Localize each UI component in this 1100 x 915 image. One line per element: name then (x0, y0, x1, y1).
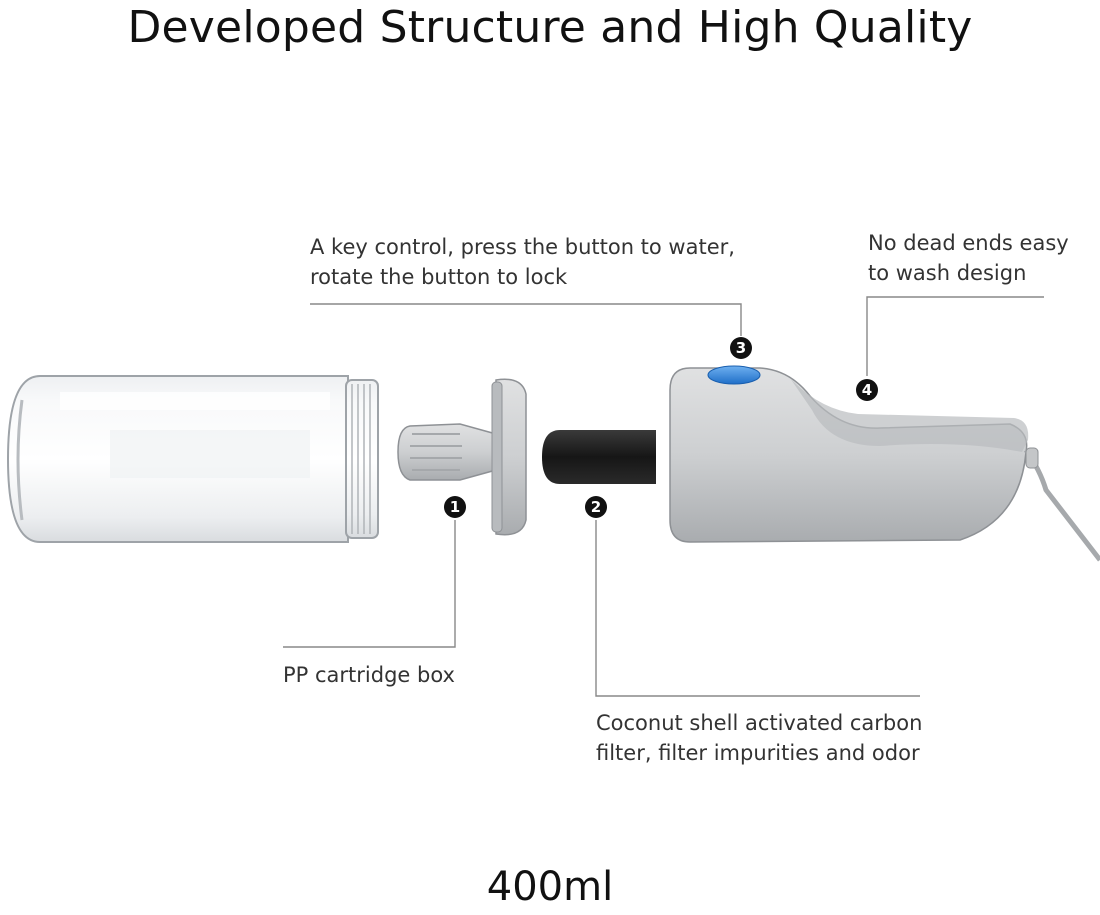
callout-line: to wash design (868, 261, 1027, 285)
callout-key-control: A key control, press the button to water… (310, 232, 735, 292)
svg-text:1: 1 (450, 498, 460, 516)
bottle (6, 375, 379, 543)
carbon-filter (542, 430, 656, 484)
callout-line: rotate the button to lock (310, 265, 568, 289)
svg-text:2: 2 (591, 498, 601, 516)
page-title: Developed Structure and High Quality (127, 2, 973, 53)
callout-line: A key control, press the button to water… (310, 235, 735, 259)
capacity-label: 400ml (486, 864, 614, 910)
marker-1: 1 (444, 496, 466, 518)
svg-text:4: 4 (862, 381, 872, 399)
pp-cartridge (397, 378, 527, 536)
callout-line: Coconut shell activated carbon (596, 711, 923, 735)
svg-text:3: 3 (736, 339, 746, 357)
callout-carbon-filter: Coconut shell activated carbon filter, f… (596, 708, 922, 768)
leader-lines (283, 296, 1044, 697)
callout-line: PP cartridge box (283, 663, 455, 687)
callout-line: No dead ends easy (868, 231, 1069, 255)
marker-4: 4 (856, 379, 878, 401)
marker-3: 3 (730, 337, 752, 359)
callout-line: filter, filter impurities and odor (596, 741, 920, 765)
callout-pp-cartridge: PP cartridge box (283, 660, 455, 690)
drinking-head (669, 365, 1100, 562)
marker-2: 2 (585, 496, 607, 518)
callout-no-dead-ends: No dead ends easy to wash design (868, 228, 1069, 288)
